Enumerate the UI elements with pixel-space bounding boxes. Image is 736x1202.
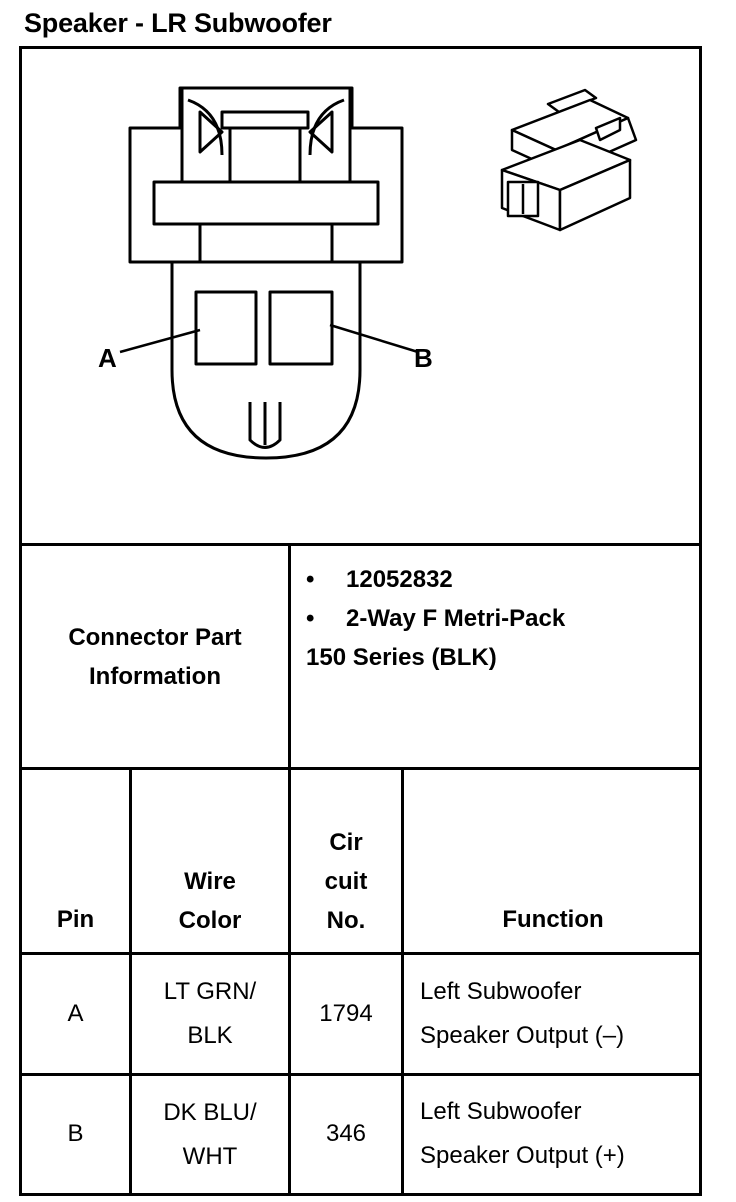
table-cell-function: Left Subwoofer Speaker Output (+): [420, 1090, 625, 1178]
connector-info-label-line: Information: [89, 662, 221, 690]
wire-color-line: BLK: [187, 1022, 233, 1049]
table-cell-pin: A: [67, 999, 84, 1027]
connector-series: 150 Series (BLK): [306, 644, 497, 671]
divider: [288, 543, 291, 1196]
table-cell-function: Left Subwoofer Speaker Output (–): [420, 970, 624, 1058]
divider: [19, 543, 702, 546]
function-line: Speaker Output (–): [420, 1022, 625, 1049]
connector-iso-icon: [500, 88, 638, 232]
header-wire-color: Wire Color: [132, 862, 288, 940]
function-line: Left Subwoofer: [420, 1098, 582, 1125]
header-wire-color-line: Wire: [184, 868, 236, 895]
divider: [19, 952, 702, 955]
table-cell-wire-color: DK BLU/ WHT: [132, 1076, 288, 1193]
header-pin: Pin: [56, 906, 95, 933]
connector-info-details: •12052832 •2-Way F Metri-Pack 150 Series…: [306, 560, 565, 677]
wire-color-line: WHT: [182, 1142, 238, 1170]
part-number: 12052832: [346, 566, 453, 593]
page-title: Speaker - LR Subwoofer: [24, 8, 332, 38]
divider: [19, 1073, 702, 1076]
connector-type: 2-Way F Metri-Pack: [346, 605, 566, 632]
connector-table-frame: [19, 46, 702, 1196]
header-circuit: Cir cuit No.: [291, 823, 401, 940]
table-cell-circuit: 346: [325, 1120, 367, 1148]
divider: [129, 767, 132, 1196]
header-circuit-line: No.: [326, 907, 366, 934]
header-function: Function: [502, 906, 604, 933]
wire-color-line: LT GRN/: [163, 978, 257, 1005]
connector-info-label-line: Connector Part: [68, 623, 242, 651]
divider: [19, 1193, 702, 1196]
connector-face-diagram: A B: [98, 86, 638, 460]
header-circuit-line: cuit: [324, 868, 368, 895]
function-line: Left Subwoofer: [420, 978, 582, 1005]
pin-b-label: B: [414, 343, 433, 373]
function-line: Speaker Output (+): [420, 1142, 625, 1169]
table-cell-pin: B: [67, 1120, 84, 1148]
header-wire-color-line: Color: [178, 907, 242, 934]
divider: [19, 767, 702, 770]
list-item: •2-Way F Metri-Pack: [306, 599, 565, 638]
divider: [401, 767, 404, 1196]
pin-a-label: A: [98, 343, 117, 373]
table-cell-wire-color: LT GRN/ BLK: [132, 955, 288, 1073]
connector-info-label: Connector Part Information: [22, 546, 288, 767]
wire-color-line: DK BLU/: [163, 1098, 257, 1126]
list-item: •12052832: [306, 560, 565, 599]
header-circuit-line: Cir: [329, 829, 363, 856]
table-cell-circuit: 1794: [319, 999, 373, 1027]
